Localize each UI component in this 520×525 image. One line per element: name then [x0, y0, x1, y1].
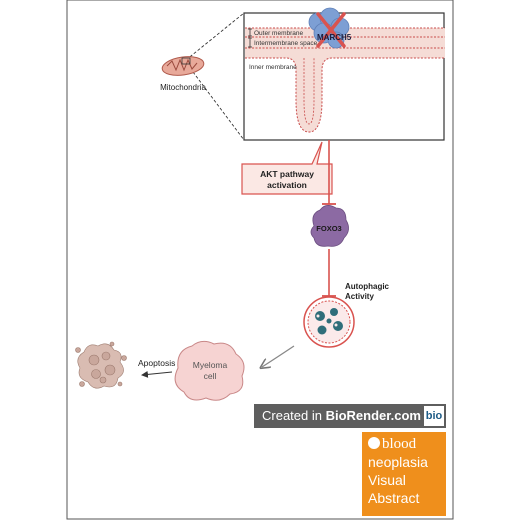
akt-label-line1: AKT pathway	[260, 169, 314, 179]
autophagosome-icon	[303, 296, 355, 348]
blood-drop-icon	[368, 437, 380, 449]
biorender-brand: BioRender.com	[325, 408, 421, 423]
journal-brand: blood	[382, 436, 417, 452]
march5-protein	[308, 7, 350, 49]
inner-membrane-label: Inner membrane	[249, 64, 297, 71]
mitochondria-label: Mitochondria	[160, 83, 206, 92]
autophagic-label-line2: Activity	[345, 292, 374, 301]
apoptotic-cell-icon	[75, 341, 127, 389]
journal-line4: Abstract	[368, 490, 420, 506]
biorender-badge[interactable]: Created in BioRender.com bio	[254, 404, 446, 428]
journal-line2: neoplasia	[368, 454, 428, 470]
curved-arrow	[262, 345, 295, 367]
zoom-line-bottom	[189, 67, 245, 141]
myeloma-label-line1: Myeloma	[193, 360, 228, 370]
membrane-band	[245, 28, 445, 132]
march5-label: MARCH5	[317, 33, 352, 42]
apoptosis-arrow	[141, 370, 173, 378]
biorender-logo-icon: bio	[424, 406, 444, 426]
akt-label-line2: activation	[267, 180, 307, 190]
outer-frame	[66, 0, 454, 520]
akt-callout	[241, 141, 333, 195]
biorender-prefix: Created in	[262, 408, 326, 423]
outer-membrane-label: Outer membrane	[254, 30, 304, 37]
journal-line3: Visual	[368, 472, 406, 488]
foxo3-label: FOXO3	[316, 224, 341, 233]
apoptosis-label: Apoptosis	[138, 358, 175, 368]
myeloma-label-line2: cell	[204, 371, 217, 381]
foxo3-protein	[310, 205, 349, 247]
myeloma-cell	[174, 340, 245, 401]
inner-membrane-line	[245, 57, 445, 133]
biorender-text: Created in BioRender.com	[262, 408, 421, 423]
intermembrane-space-label: Intermembrane space	[254, 40, 318, 47]
journal-tile: blood neoplasia Visual Abstract	[362, 432, 446, 516]
mitochondrion-icon	[161, 56, 205, 76]
journal-brand-row: blood	[368, 436, 416, 453]
zoom-line-top	[185, 12, 245, 61]
autophagic-label-line1: Autophagic	[345, 282, 390, 291]
